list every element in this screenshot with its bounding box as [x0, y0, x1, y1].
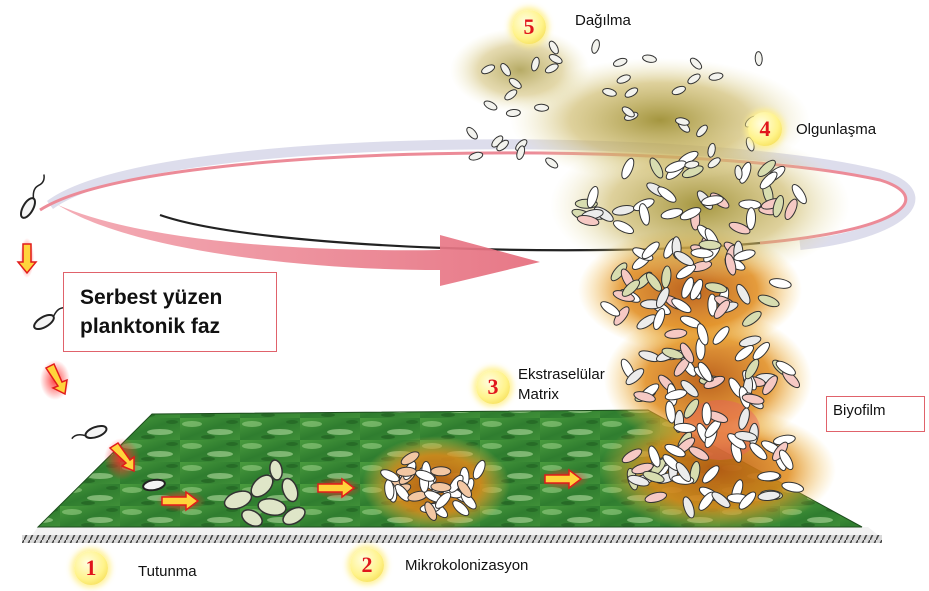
biofilm-cell — [702, 403, 711, 425]
dispersing-cell — [465, 126, 479, 141]
dispersion-label: Dağılma — [575, 12, 631, 29]
planktonic-label-box — [63, 272, 277, 352]
planktonic-label-line1: Serbest yüzen — [80, 286, 222, 310]
microcolony-cell — [396, 467, 416, 477]
microcolony — [362, 436, 510, 532]
dispersing-cell — [534, 104, 548, 111]
dispersing-cell — [590, 39, 600, 54]
hatched-substrate — [22, 535, 882, 543]
stage-3-marker: 3 — [476, 370, 510, 404]
stage-2-marker: 2 — [350, 548, 384, 582]
maturation-label: Olgunlaşma — [796, 121, 876, 138]
microcolony-cell — [431, 467, 451, 476]
stage-1-marker: 1 — [74, 551, 108, 585]
microcolonization-label: Mikrokolonizasyon — [405, 557, 528, 574]
matrix-label-line1: Ekstraselülar — [518, 366, 605, 383]
stage-4-marker: 4 — [748, 112, 782, 146]
matrix-label-line2: Matrix — [518, 386, 559, 403]
planktonic-label-line2: planktonik faz — [80, 315, 220, 339]
biofilm-cell — [746, 207, 756, 229]
dispersing-cell — [755, 51, 763, 65]
biofilm-label: Biyofilm — [833, 402, 886, 419]
stage-5-marker: 5 — [512, 10, 546, 44]
attachment-label: Tutunma — [138, 563, 197, 580]
